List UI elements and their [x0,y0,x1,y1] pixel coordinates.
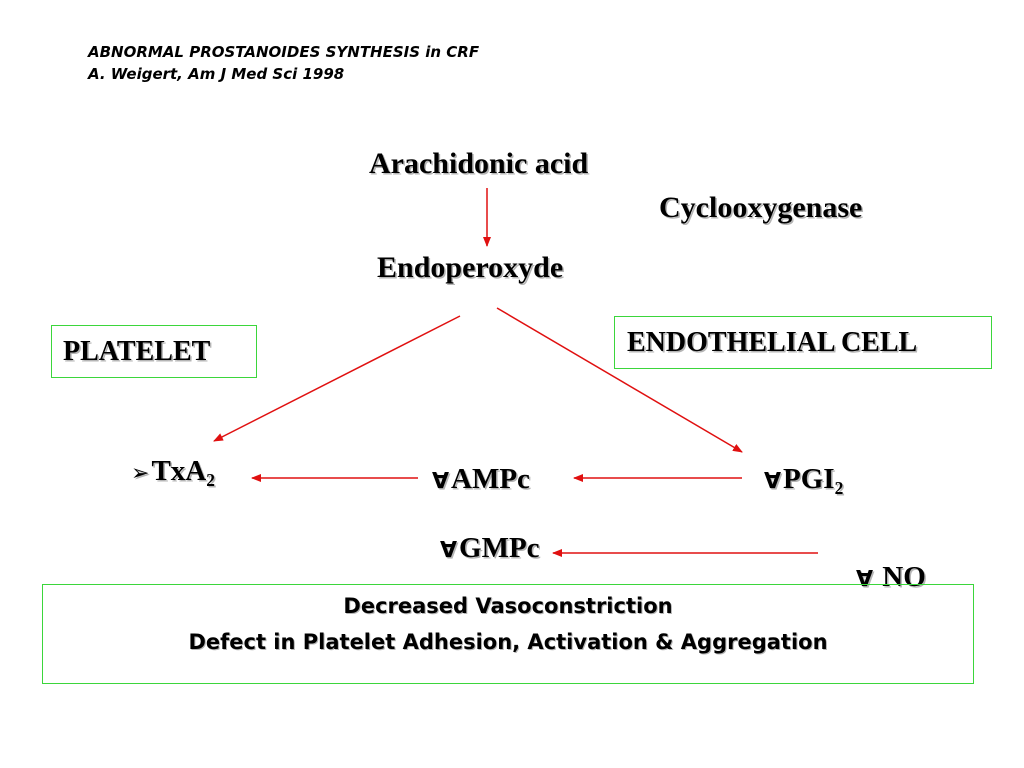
outcome-box: Decreased Vasoconstriction Defect in Pla… [42,584,974,684]
txa2-label: TxA [151,455,207,487]
ampc-node: ∀AMPc [432,465,530,494]
pgi2-label: PGI [783,463,835,495]
decrease-marker-icon: ∀ [856,567,874,592]
endothelial-cell-label: ENDOTHELIAL CELL [627,327,918,358]
decrease-marker-icon: ∀ [432,469,450,494]
no-node: ∀ NO [827,534,926,621]
outcome-line-2: Defect in Platelet Adhesion, Activation … [188,630,828,654]
decrease-marker-icon: ∀ [764,469,782,494]
citation: A. Weigert, Am J Med Sci 1998 [88,65,345,83]
txa2-node: ➢TxA2 [131,457,215,489]
txa2-subscript: 2 [206,470,215,490]
outcome-line-1: Decreased Vasoconstriction [343,594,673,618]
no-label: NO [875,561,926,593]
endoperoxyde-label: Endoperoxyde [377,251,564,284]
endothelial-cell-box: ENDOTHELIAL CELL [614,316,992,369]
arrow-endoperoxyde-to-txa2 [213,315,461,442]
pgi2-subscript: 2 [834,478,844,498]
decrease-marker-icon: ∀ [440,538,458,563]
ampc-label: AMPc [451,463,530,495]
arachidonic-acid-label: Arachidonic acid [369,147,589,180]
increase-arrow-icon: ➢ [131,461,150,486]
slide-title: ABNORMAL PROSTANOIDES SYNTHESIS in CRF [88,43,480,61]
gmpc-node: ∀GMPc [440,534,540,563]
arrow-endoperoxyde-to-pgi2 [496,307,743,453]
cyclooxygenase-label: Cyclooxygenase [659,191,863,224]
platelet-label: PLATELET [63,336,211,367]
platelet-box: PLATELET [51,325,257,378]
gmpc-label: GMPc [459,532,540,564]
pgi2-node: ∀PGI2 [764,465,843,497]
